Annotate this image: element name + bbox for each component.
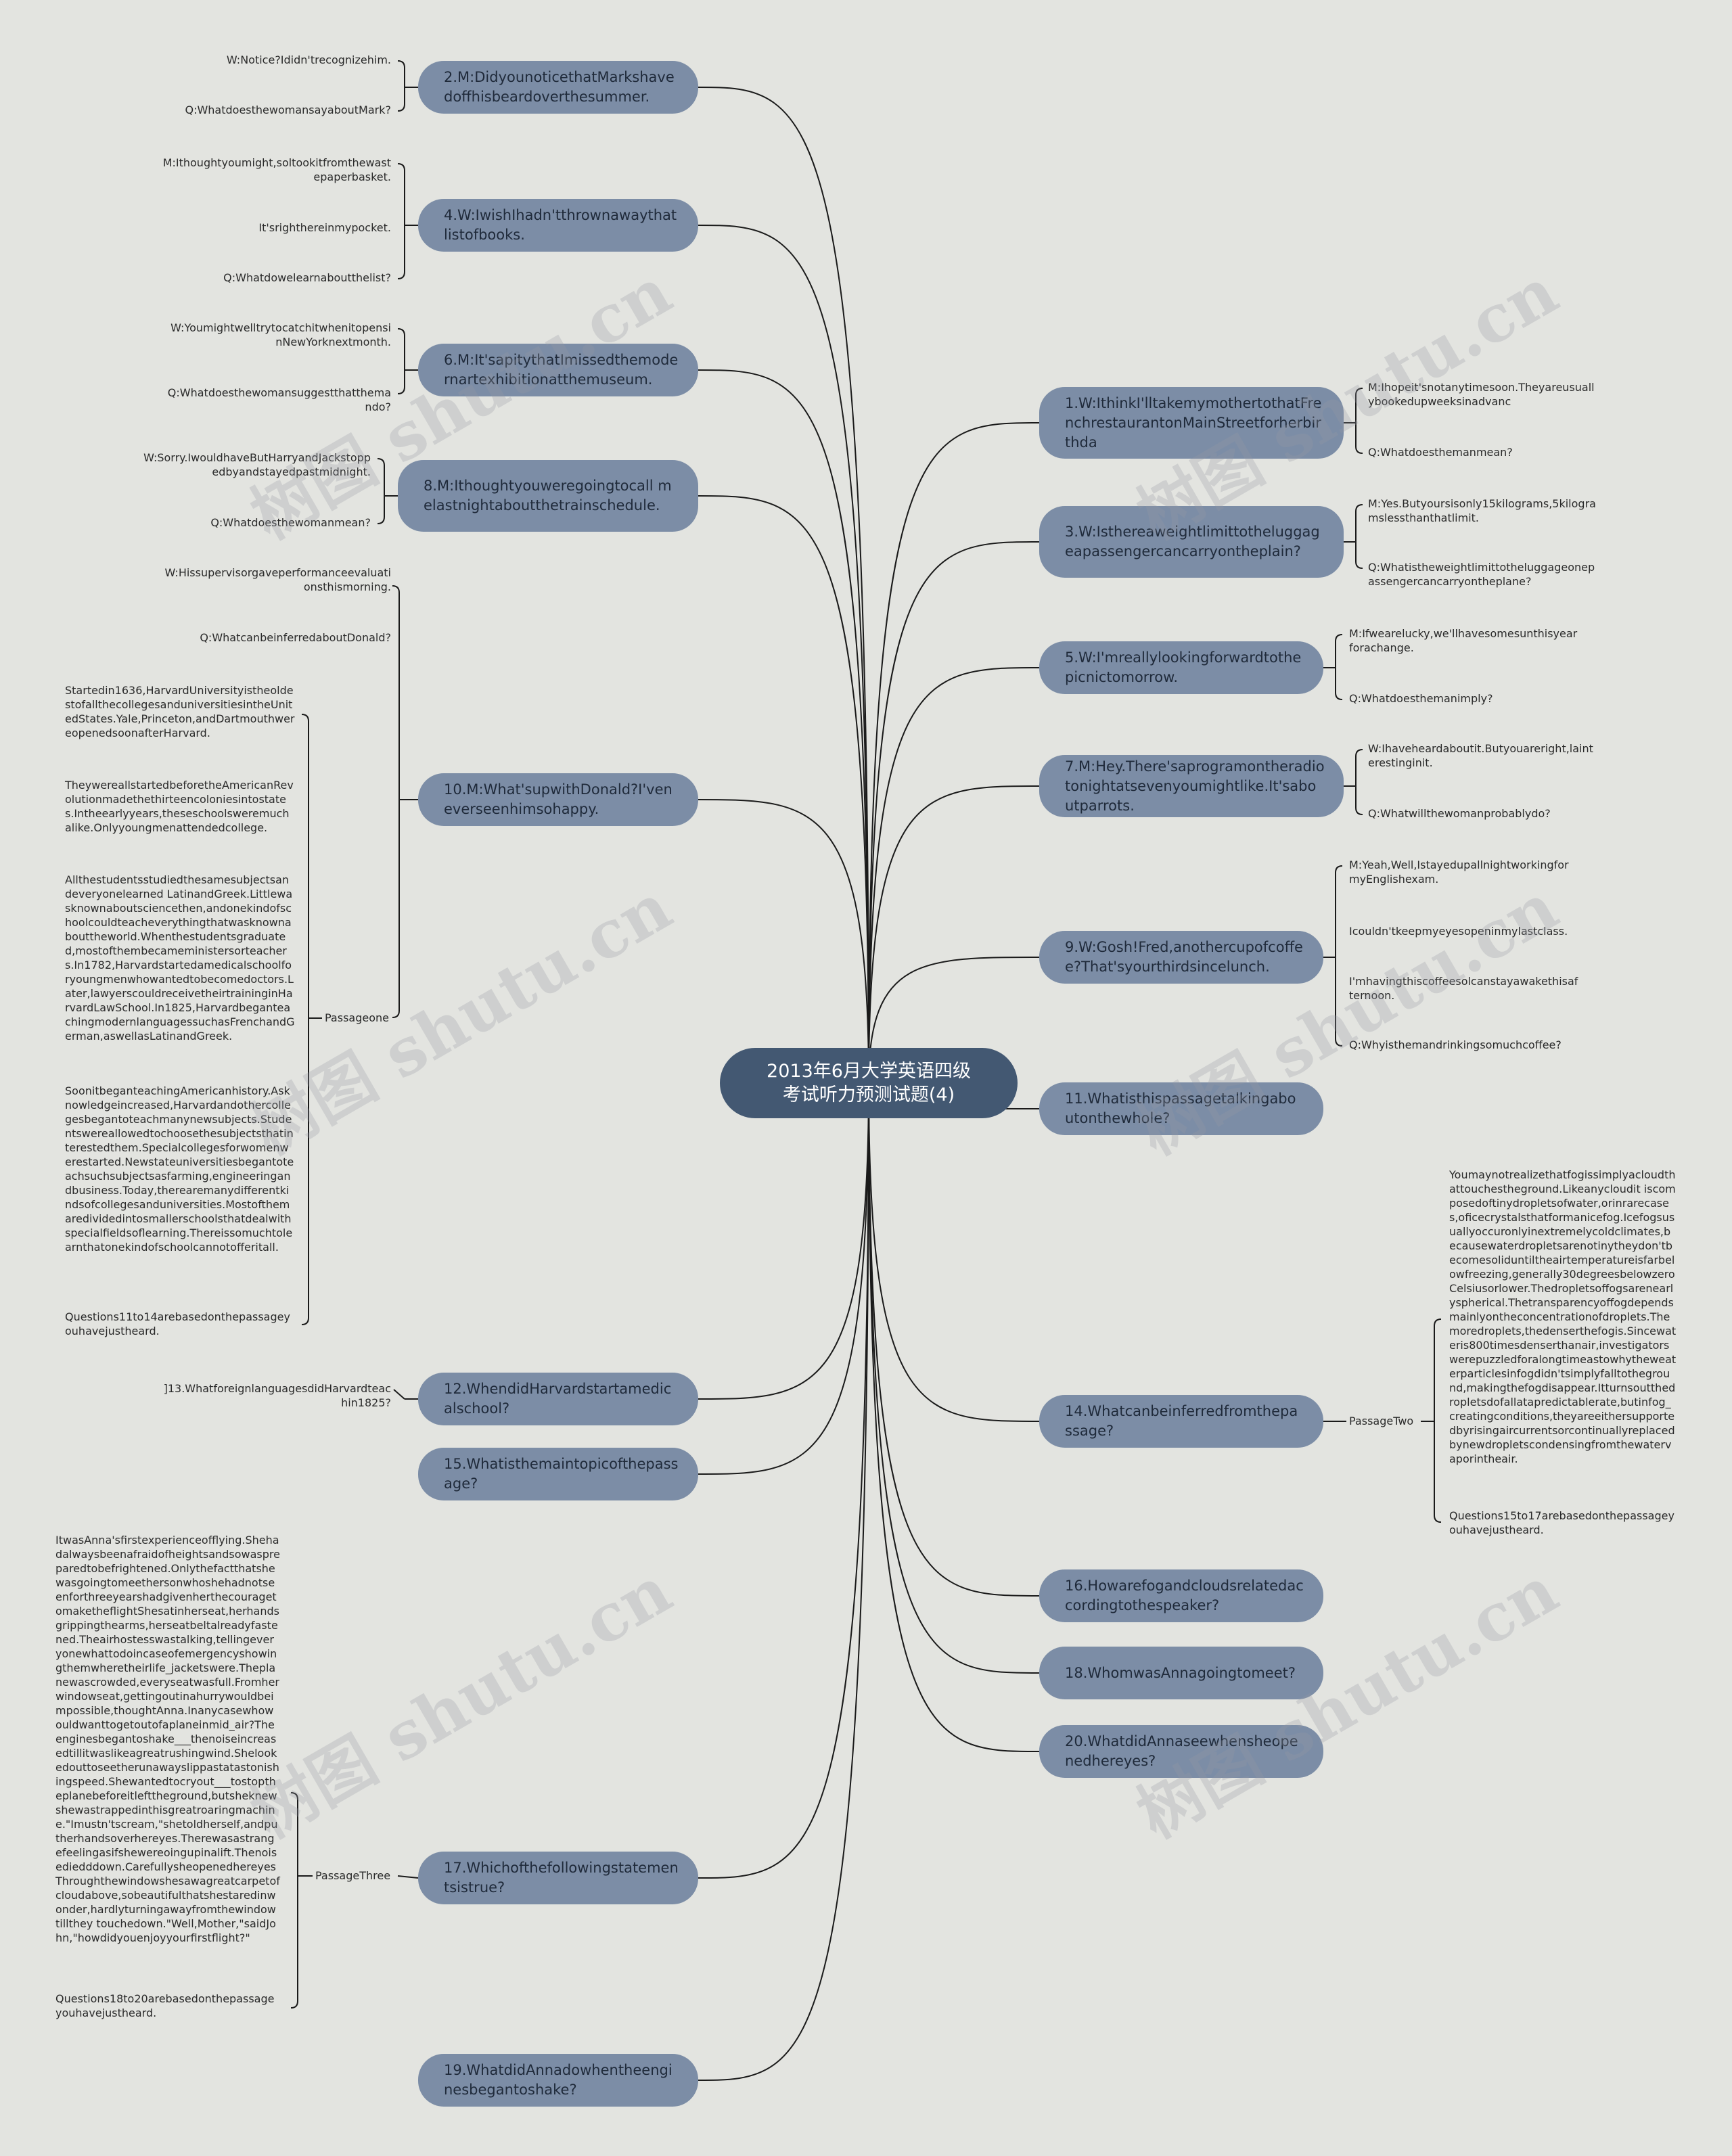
- link-right-7: [868, 1082, 1040, 1422]
- leaf-right-5-2: Icouldn'tkeepmyeyesopeninmylastclass.: [1349, 925, 1568, 938]
- leaf-left-3-1: W:Youmightwelltrytocatchitwhenitopensi n…: [170, 321, 391, 348]
- link-right-2: [868, 541, 1040, 1084]
- leaf-right-2-2: Q:Whatistheweightlimittotheluggageonepas…: [1368, 561, 1595, 588]
- branch-left-6[interactable]: 12.WhendidHarvardstartamedicalschool?: [418, 1373, 698, 1425]
- branch-right-7[interactable]: 14.Whatcanbeinferredfromthepassage?: [1039, 1395, 1323, 1448]
- bracket-left-4: [377, 458, 385, 524]
- passage-three-item-2: Questions18to20arebasedonthepassageyouha…: [55, 1992, 275, 2019]
- branch-left-5[interactable]: 10.M:What'supwithDonald?I'veneverseenhim…: [418, 773, 698, 826]
- link-right-4: [868, 785, 1040, 1084]
- link-right-1: [868, 422, 1040, 1084]
- leaf-right-3-1: M:Ifwearelucky,we'llhavesomesunthisyearf…: [1349, 627, 1578, 654]
- bracket-left-5: [392, 585, 400, 1018]
- leaf-left-2-2: It'srighthereinmypocket.: [258, 221, 391, 234]
- passage-two-item-2: Questions15to17arebasedonthepassageyouha…: [1449, 1509, 1674, 1536]
- link-left-5: [698, 799, 869, 1084]
- branch-right-6[interactable]: 11.Whatisthispassagetalkingaboutonthewho…: [1039, 1082, 1323, 1135]
- branch-left-3[interactable]: 6.M:It'sapitythatImissedthemodernartexhi…: [418, 344, 698, 396]
- bracket-right-5: [1335, 865, 1343, 1047]
- passage-one-item-5: Questions11to14arebasedonthepassageyouha…: [65, 1310, 290, 1337]
- bracket-left-1: [397, 60, 405, 112]
- bracket-right-2: [1355, 504, 1363, 569]
- leaf-left-6-1: ]13.WhatforeignlanguagesdidHarvardteachi…: [163, 1382, 391, 1409]
- leaf-left-2-3: Q:Whatdowelearnaboutthelist?: [223, 271, 391, 284]
- branch-left-2[interactable]: 4.W:IwishIhadn'tthrownawaythatlistofbook…: [418, 199, 698, 252]
- leaf-right-1-1: M:Ihopeit'snotanytimesoon.Theyareusually…: [1368, 381, 1595, 408]
- leaf-right-1-2: Q:Whatdoesthemanmean?: [1368, 446, 1513, 459]
- leaf-left-4-2: Q:Whatdoesthewomanmean?: [210, 516, 371, 529]
- passage-three-label: PassageThree: [315, 1869, 391, 1882]
- leaf-left-5-2: Q:WhatcanbeinferredaboutDonald?: [200, 631, 391, 644]
- branch-left-9[interactable]: 19.WhatdidAnnadowhentheenginesbegantosha…: [418, 2054, 698, 2107]
- link-left-2: [698, 225, 869, 1084]
- link-right-3: [868, 667, 1040, 1084]
- branch-right-8[interactable]: 16.Howarefogandcloudsrelatedaccordingtot…: [1039, 1569, 1323, 1622]
- branch-right-1[interactable]: 1.W:IthinkI'lltakemymothertothatFrenchre…: [1039, 387, 1344, 459]
- link-left-7: [698, 1082, 869, 1475]
- link-left-3: [698, 369, 869, 1084]
- link-left-1: [698, 87, 869, 1084]
- branch-right-4[interactable]: 7.M:Hey.There'saprogramontheradiotonight…: [1039, 755, 1344, 817]
- leaf-right-5-1: M:Yeah,Well,Istayedupallnightworkingfor …: [1349, 858, 1569, 886]
- link-right-9: [868, 1082, 1040, 1674]
- leaf-left-1-2: Q:WhatdoesthewomansayaboutMark?: [185, 104, 391, 116]
- passage-one-label: Passageone: [325, 1011, 389, 1024]
- link-right-8: [868, 1082, 1040, 1597]
- passage-one-item-2: TheywereallstartedbeforetheAmericanRevol…: [65, 779, 294, 834]
- branch-left-1[interactable]: 2.M:DidyounoticethatMarkshavedoffhisbear…: [418, 61, 698, 114]
- link-left-6: [698, 1082, 869, 1400]
- bracket-right-3: [1335, 634, 1343, 700]
- passage-three-item-1: ItwasAnna'sfirstexperienceofflying.Sheha…: [55, 1534, 280, 1944]
- link-left-9: [698, 1082, 869, 2081]
- branch-right-3[interactable]: 5.W:I'mreallylookingforwardtothepicnicto…: [1039, 641, 1323, 694]
- bracket-left-2: [397, 163, 405, 279]
- passage-two-item-1: Youmaynotrealizethatfogissimplyacloudtha…: [1449, 1168, 1677, 1465]
- bracket-passage-three: [290, 1792, 298, 2009]
- leafline-left-6: [393, 1389, 405, 1400]
- leaf-right-5-3: I'mhavingthiscoffeesolcanstayawakethisaf…: [1349, 975, 1578, 1002]
- passage-two-label: PassageTwo: [1349, 1415, 1414, 1427]
- bracket-left-3: [397, 328, 405, 394]
- leaf-right-4-2: Q:Whatwillthewomanprobablydo?: [1368, 807, 1551, 820]
- branch-right-9[interactable]: 18.WhomwasAnnagoingtomeet?: [1039, 1647, 1323, 1699]
- leaf-right-2-1: M:Yes.Butyoursisonly15kilograms,5kilogra…: [1368, 497, 1596, 524]
- passage-one-item-3: Allthestudentsstudiedthesamesubjectsande…: [65, 873, 295, 1042]
- center-topic[interactable]: 2013年6月大学英语四级 考试听力预测试题(4): [720, 1048, 1018, 1118]
- link-right-10: [868, 1082, 1040, 1752]
- link-left-4: [698, 495, 869, 1084]
- leaf-left-3-2: Q:Whatdoesthewomansuggestthatthemando?: [167, 386, 391, 413]
- link-left-8: [698, 1082, 869, 1879]
- leaf-left-4-1: W:Sorry.IwouldhaveButHarryandJackstopped…: [143, 451, 371, 478]
- link-right-5: [868, 957, 1040, 1084]
- bracket-passage-one: [301, 714, 309, 1325]
- branch-left-4[interactable]: 8.M:Ithoughtyouweregoingtocall melastnig…: [398, 460, 698, 532]
- leaf-left-5-1: W:Hissupervisorgaveperformanceevaluation…: [164, 566, 391, 593]
- bracket-right-4: [1355, 749, 1363, 815]
- bracket-right-1: [1355, 388, 1363, 454]
- branch-left-7[interactable]: 15.Whatisthemaintopicofthepassage?: [418, 1448, 698, 1500]
- leaf-right-3-2: Q:Whatdoesthemanimply?: [1349, 692, 1493, 705]
- bracket-passage-two: [1434, 1318, 1442, 1523]
- leaf-left-1-1: W:Notice?Ididn'trecognizehim.: [226, 53, 391, 66]
- branch-right-10[interactable]: 20.WhatdidAnnaseewhensheopenedhereyes?: [1039, 1725, 1323, 1778]
- leaf-right-5-4: Q:Whyisthemandrinkingsomuchcoffee?: [1349, 1038, 1562, 1051]
- branch-left-8[interactable]: 17.Whichofthefollowingstatementsistrue?: [418, 1852, 698, 1904]
- passage-one-item-4: SoonitbeganteachingAmericanhistory.Askno…: [65, 1084, 294, 1254]
- link-passage-three: [397, 1875, 419, 1879]
- leaf-right-4-1: W:Ihaveheardaboutit.Butyouareright,laint…: [1368, 742, 1593, 769]
- leaf-left-2-1: M:Ithoughtyoumight,soltookitfromthewaste…: [162, 156, 391, 183]
- branch-right-2[interactable]: 3.W:Isthereaweightlimittotheluggageapass…: [1039, 506, 1344, 578]
- branch-right-5[interactable]: 9.W:Gosh!Fred,anothercupofcoffee?That'sy…: [1039, 931, 1323, 984]
- passage-one-item-1: Startedin1636,HarvardUniversityistheolde…: [65, 684, 295, 739]
